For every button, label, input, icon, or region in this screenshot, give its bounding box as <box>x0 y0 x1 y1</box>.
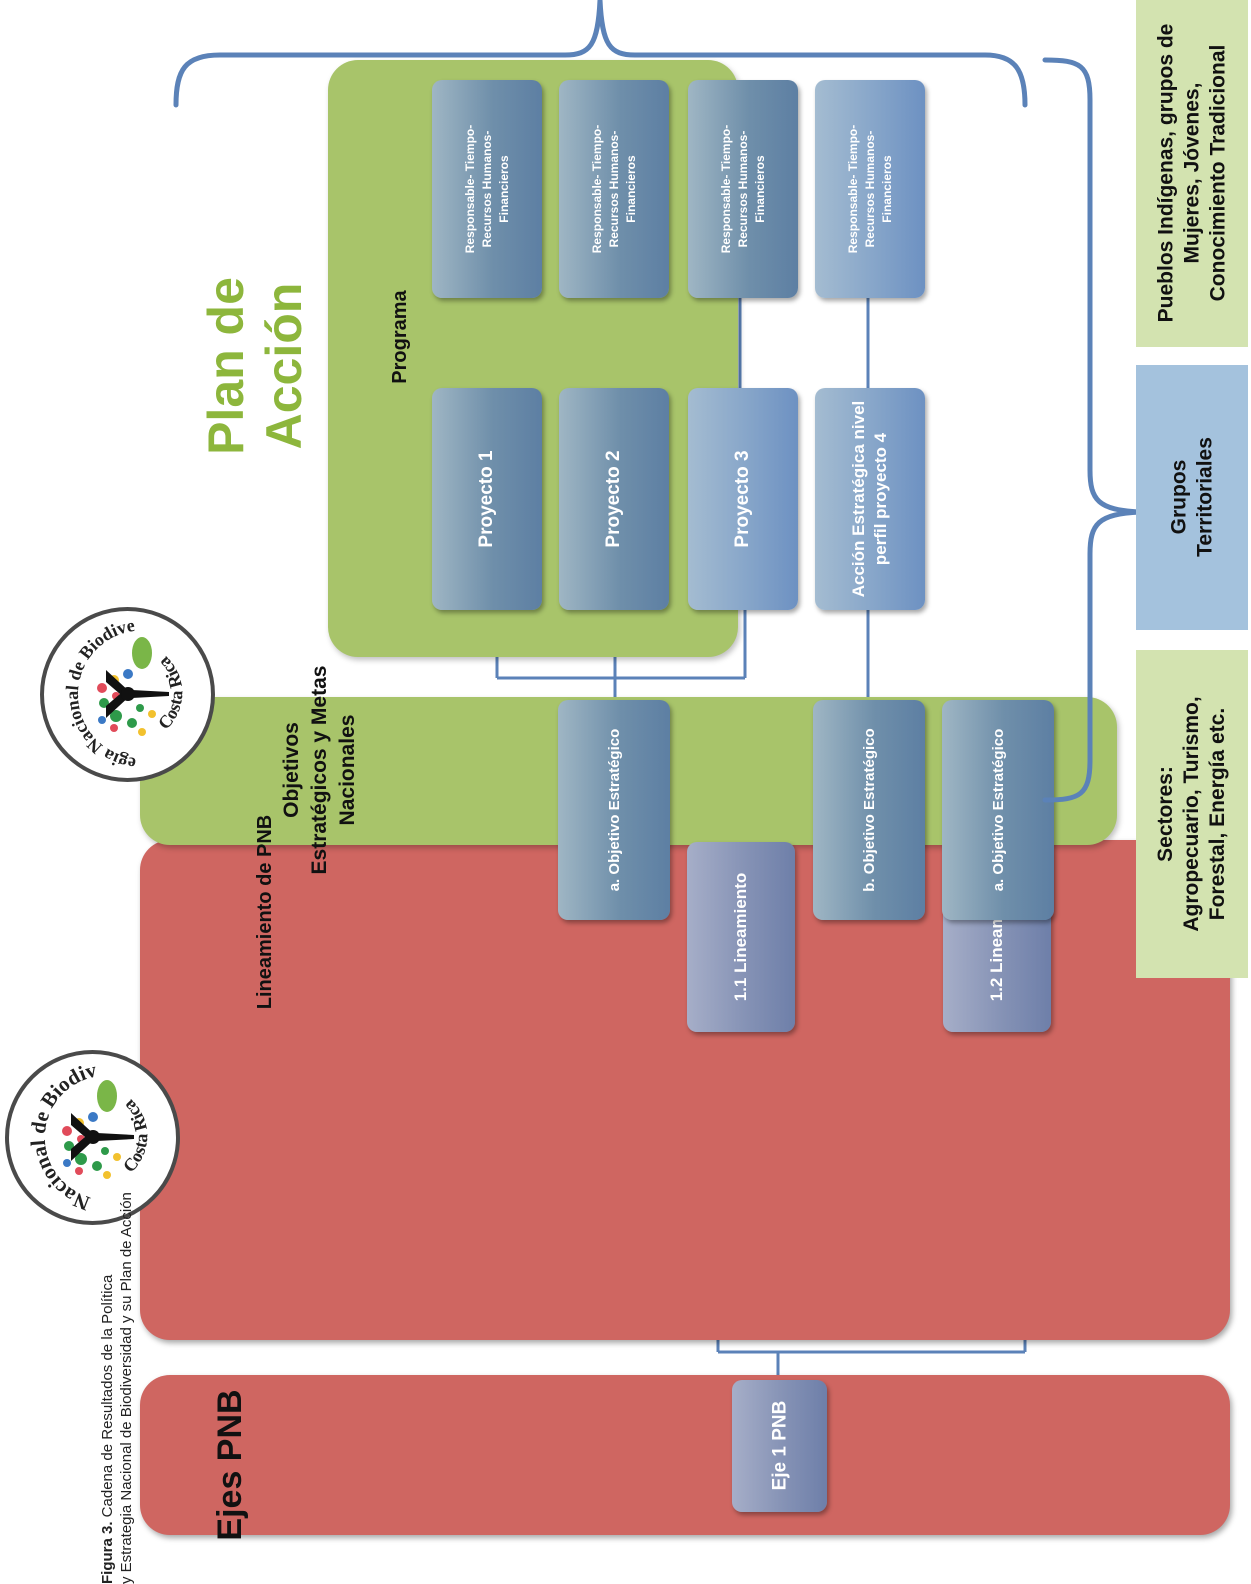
caption-line-1-text: Cadena de Resultados de la Política <box>99 1274 116 1518</box>
proyecto-2-box: Proyecto 2 <box>559 388 669 610</box>
legend-pueblos-text: Pueblos Indígenas, grupos de Mujeres, Jó… <box>1154 23 1230 323</box>
logo-estrategia-nacional: Estrategia Nacional de Biodiversidad Cos… <box>40 607 215 782</box>
legend-grupos-territoriales: Grupos Territoriales <box>1136 365 1248 630</box>
responsable-box-4: Responsable- Tiempo- Recursos Humanos-Fi… <box>815 80 925 298</box>
figure-caption: Figura 3. Cadena de Resultados de la Pol… <box>98 1192 136 1584</box>
proyecto-1-box: Proyecto 1 <box>432 388 542 610</box>
objetivo-a-box: a. Objetivo Estratégico <box>558 700 670 920</box>
caption-line-2: y Estrategia Nacional de Biodiversidad y… <box>118 1192 135 1584</box>
responsable-box-1: Responsable- Tiempo- Recursos Humanos-Fi… <box>432 80 542 298</box>
objetivo-b-box: b. Objetivo Estratégico <box>813 700 925 920</box>
logo-estrategia-emblem: Estrategia Nacional de Biodiversidad Cos… <box>40 615 186 782</box>
legend-sectores-text: Sectores: Agropecuario, Turismo, Foresta… <box>1136 650 1248 978</box>
responsable-box-2: Responsable- Tiempo- Recursos Humanos-Fi… <box>559 80 669 298</box>
legend-grupos-text: Grupos Territoriales <box>1167 437 1217 557</box>
legend-pueblos: Pueblos Indígenas, grupos de Mujeres, Jó… <box>1136 0 1248 347</box>
logo-politica-nacional: Política Nacional de Biodiversidad Costa… <box>5 1050 180 1225</box>
legend-sectores: Sectores: Agropecuario, Turismo, Foresta… <box>1136 650 1248 978</box>
caption-line-1: Figura 3. Cadena de Resultados de la Pol… <box>98 1275 117 1584</box>
responsable-box-3: Responsable- Tiempo- Recursos Humanos-Fi… <box>688 80 798 298</box>
caption-label: Figura 3. <box>99 1521 116 1584</box>
lineamiento-1-1-box: 1.1 Lineamiento <box>687 842 795 1032</box>
proyecto-3-box: Proyecto 3 <box>688 388 798 610</box>
eje-1-box: Eje 1 PNB <box>732 1380 827 1512</box>
objetivo-a-2-box: a. Objetivo Estratégico <box>942 700 1054 920</box>
accion-estrategica-box: Acción Estratégica nivel perfil proyecto… <box>815 388 925 610</box>
logo-politica-emblem: Política Nacional de Biodiversidad Costa… <box>5 1057 151 1225</box>
legend-sectores-title: Sectores: <box>1154 766 1177 862</box>
ejes-pnb-panel <box>140 1375 1230 1535</box>
legend-sectores-body: Agropecuario, Turismo, Forestal, Energía… <box>1180 696 1229 932</box>
